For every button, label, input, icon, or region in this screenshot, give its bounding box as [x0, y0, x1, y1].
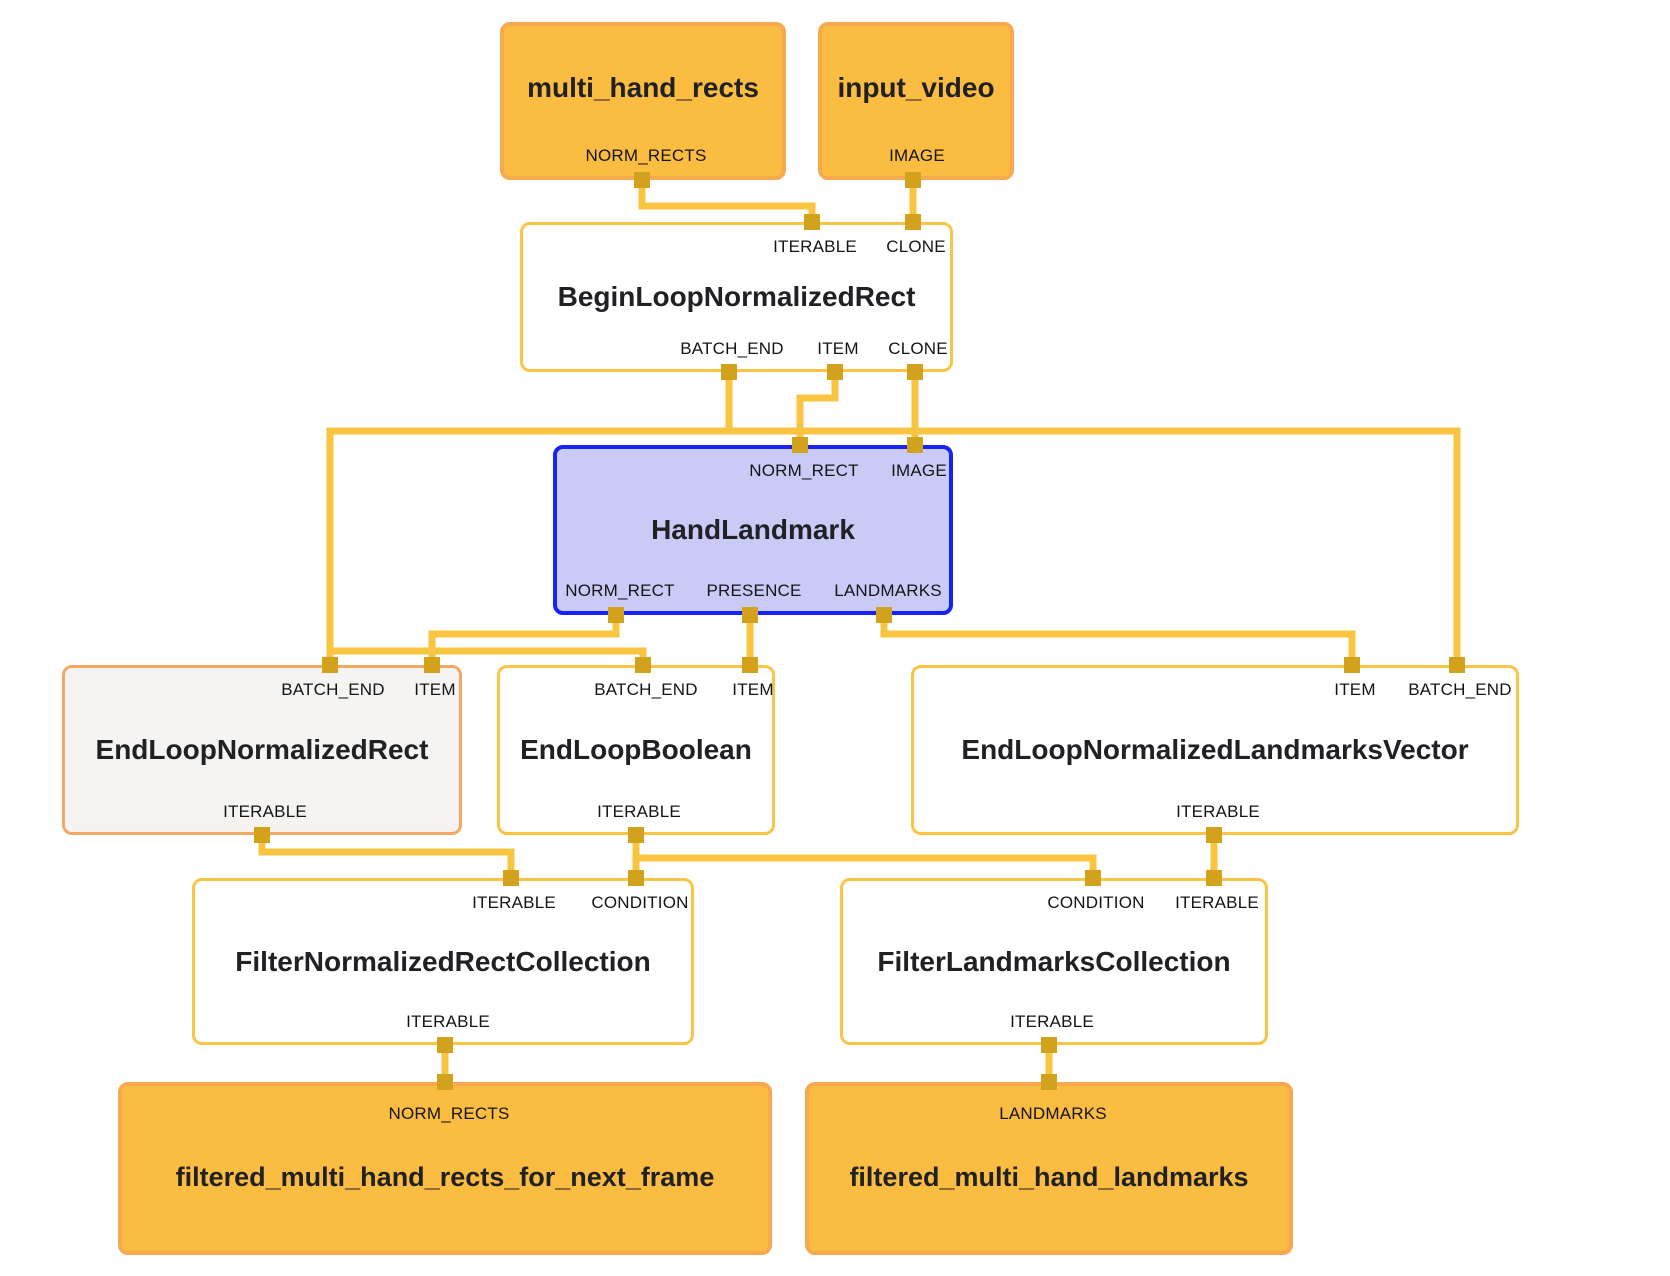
output-port-label: ITERABLE: [223, 802, 307, 821]
node-end-loop-normalized-landmarks-vector[interactable]: ITEM BATCH_END EndLoopNormalizedLandmark…: [911, 665, 1519, 835]
input-port-label: BATCH_END: [281, 680, 385, 699]
output-port-label: ITERABLE: [1010, 1012, 1094, 1031]
node-title: multi_hand_rects: [527, 72, 759, 103]
node-hand-landmark[interactable]: NORM_RECT IMAGE HandLandmark NORM_RECT P…: [553, 445, 953, 615]
edge-endloopboolean-iterable-to-filter-conditions: [632, 835, 1097, 878]
output-port-label: ITERABLE: [597, 802, 681, 821]
edge-handlandmark-normrect-to-endlooprect-item: [428, 615, 620, 665]
output-port-label: ITEM: [817, 339, 859, 358]
edge-multi-hand-rects-to-beginloop-iterable: [638, 180, 816, 222]
node-end-loop-normalized-rect[interactable]: BATCH_END ITEM EndLoopNormalizedRect ITE…: [62, 665, 462, 835]
input-port-label: NORM_RECT: [749, 461, 859, 480]
input-port-label: LANDMARKS: [999, 1104, 1107, 1123]
node-title: input_video: [837, 72, 995, 103]
node-end-loop-boolean[interactable]: BATCH_END ITEM EndLoopBoolean ITERABLE: [497, 665, 775, 835]
output-port-label: IMAGE: [889, 146, 945, 165]
node-title: FilterNormalizedRectCollection: [235, 945, 651, 977]
node-multi-hand-rects[interactable]: multi_hand_rects NORM_RECTS: [500, 22, 786, 180]
node-title: EndLoopBoolean: [520, 734, 752, 765]
input-port-label: BATCH_END: [1408, 680, 1512, 699]
node-filter-landmarks-collection[interactable]: CONDITION ITERABLE FilterLandmarksCollec…: [840, 878, 1268, 1045]
node-input-video[interactable]: input_video IMAGE: [818, 22, 1014, 180]
node-title: filtered_multi_hand_rects_for_next_frame: [175, 1162, 715, 1192]
edge-batchend-branch-to-endloopboolean: [330, 647, 647, 665]
node-title: EndLoopNormalizedRect: [95, 734, 429, 765]
node-title: filtered_multi_hand_landmarks: [849, 1162, 1249, 1192]
input-port-label: ITERABLE: [1175, 893, 1259, 912]
node-filtered-multi-hand-rects-for-next-frame[interactable]: NORM_RECTS filtered_multi_hand_rects_for…: [118, 1082, 772, 1255]
input-port-label: ITERABLE: [773, 237, 857, 256]
node-begin-loop-normalized-rect[interactable]: ITERABLE CLONE BeginLoopNormalizedRect B…: [520, 222, 953, 372]
input-port-label: CONDITION: [591, 893, 689, 912]
node-filtered-multi-hand-landmarks[interactable]: LANDMARKS filtered_multi_hand_landmarks: [805, 1082, 1293, 1255]
edge-beginloop-item-to-handlandmark-normrect: [796, 372, 839, 445]
node-title: FilterLandmarksCollection: [877, 945, 1231, 977]
input-port-label: ITEM: [414, 680, 456, 699]
input-port-label: NORM_RECTS: [388, 1104, 510, 1123]
input-port-label: ITEM: [1334, 680, 1376, 699]
output-port-label: CLONE: [888, 339, 948, 358]
node-title: BeginLoopNormalizedRect: [557, 281, 916, 312]
input-port-label: CLONE: [886, 237, 946, 256]
input-port-label: BATCH_END: [594, 680, 698, 699]
output-port-label: LANDMARKS: [834, 581, 942, 600]
input-port-label: ITERABLE: [472, 893, 556, 912]
node-filter-normalized-rect-collection[interactable]: ITERABLE CONDITION FilterNormalizedRectC…: [192, 878, 694, 1045]
edge-handlandmark-landmarks-to-endloopvector-item: [880, 615, 1356, 665]
edge-endlooprect-iterable-to-filterrect-iterable: [258, 835, 515, 878]
input-port-label: CONDITION: [1047, 893, 1145, 912]
input-port-label: IMAGE: [891, 461, 947, 480]
output-port-label: BATCH_END: [680, 339, 784, 358]
node-title: HandLandmark: [651, 514, 855, 545]
output-port-label: PRESENCE: [706, 581, 802, 600]
input-port-label: ITEM: [732, 680, 774, 699]
output-port-label: ITERABLE: [1176, 802, 1260, 821]
node-title: EndLoopNormalizedLandmarksVector: [961, 734, 1469, 765]
output-port-label: NORM_RECT: [565, 581, 675, 600]
output-port-label: NORM_RECTS: [585, 146, 707, 165]
output-port-label: ITERABLE: [406, 1012, 490, 1031]
